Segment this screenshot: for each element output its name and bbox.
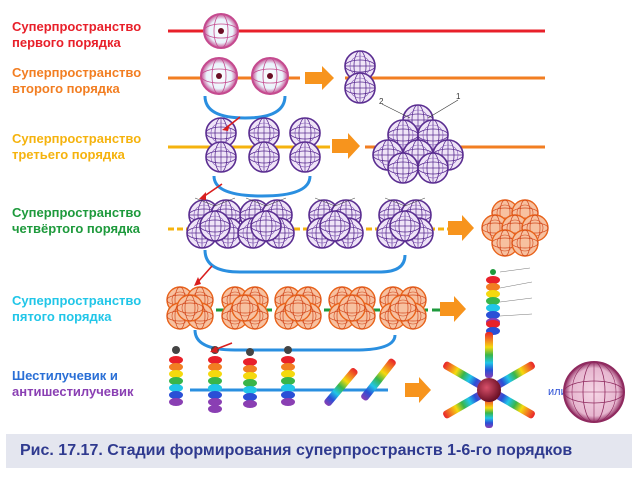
row3-triplet-b — [248, 117, 280, 173]
row6-stack-c — [243, 348, 257, 408]
row2-pair — [344, 50, 376, 104]
row5-red-arrow — [196, 265, 213, 284]
row5-vertical-stack — [486, 267, 533, 335]
row6-diagonal-b — [361, 358, 396, 401]
six-ray-star — [443, 332, 535, 428]
level1-label-first-letter: С — [12, 19, 22, 34]
row4-cluster-c — [307, 198, 363, 248]
row4-connector — [203, 249, 407, 274]
row6-red-arrow — [213, 342, 233, 351]
row4-cluster-d — [377, 198, 433, 248]
row4-orange-cluster — [481, 199, 549, 257]
row2-sphere-a — [200, 57, 238, 95]
row6-stack-b — [208, 346, 222, 413]
figure-caption-text: Рис. 17.17. Стадии формирования суперпро… — [20, 442, 573, 459]
anti-six-ray-sphere — [563, 361, 625, 423]
row2-arrow — [305, 66, 334, 90]
row5-cluster-e — [380, 287, 426, 329]
row5-cluster-a — [167, 287, 213, 329]
node-number-left: 2 — [379, 97, 384, 106]
row5-cluster-c — [275, 287, 321, 329]
row5-cluster-d — [329, 287, 375, 329]
row6-arrow — [405, 377, 431, 403]
row4-red-arrow — [202, 183, 223, 198]
row5-arrow — [440, 296, 466, 322]
level4-label: Суперпространство четвёртого порядка — [12, 205, 142, 236]
or-word: или — [548, 386, 567, 398]
row3-arrow — [332, 133, 360, 159]
row5-cluster-b — [222, 287, 268, 329]
row3-triplet-a — [205, 117, 237, 173]
row3-big-cluster — [372, 99, 464, 184]
row6-diagonal-a — [324, 368, 358, 406]
level6-label: Шестилучевик и антишестилучевик — [12, 368, 134, 399]
row1-sphere — [203, 13, 239, 49]
row5-connector — [193, 329, 397, 352]
level3-label: Суперпространство третьего порядка — [12, 131, 142, 162]
level1-label: Суперпространство первого порядка — [12, 19, 142, 50]
row3-connector — [212, 175, 312, 198]
level5-label: Суперпространство пятого порядка — [12, 293, 142, 324]
row6-stack-d — [281, 346, 295, 406]
row2-connector — [203, 95, 287, 120]
row6-stack-a — [169, 346, 183, 406]
row3-triplet-c — [289, 117, 321, 173]
level1-label-rest: уперпространство — [21, 19, 142, 34]
node-number-right: 1 — [456, 92, 461, 101]
row4-arrow — [448, 215, 474, 241]
row4-cluster-a — [187, 198, 243, 248]
figure-caption: Рис. 17.17. Стадии формирования суперпро… — [6, 434, 632, 468]
row2-sphere-b — [251, 57, 289, 95]
row4-cluster-b — [238, 198, 294, 248]
level2-label: Суперпространство второго порядка — [12, 65, 142, 96]
